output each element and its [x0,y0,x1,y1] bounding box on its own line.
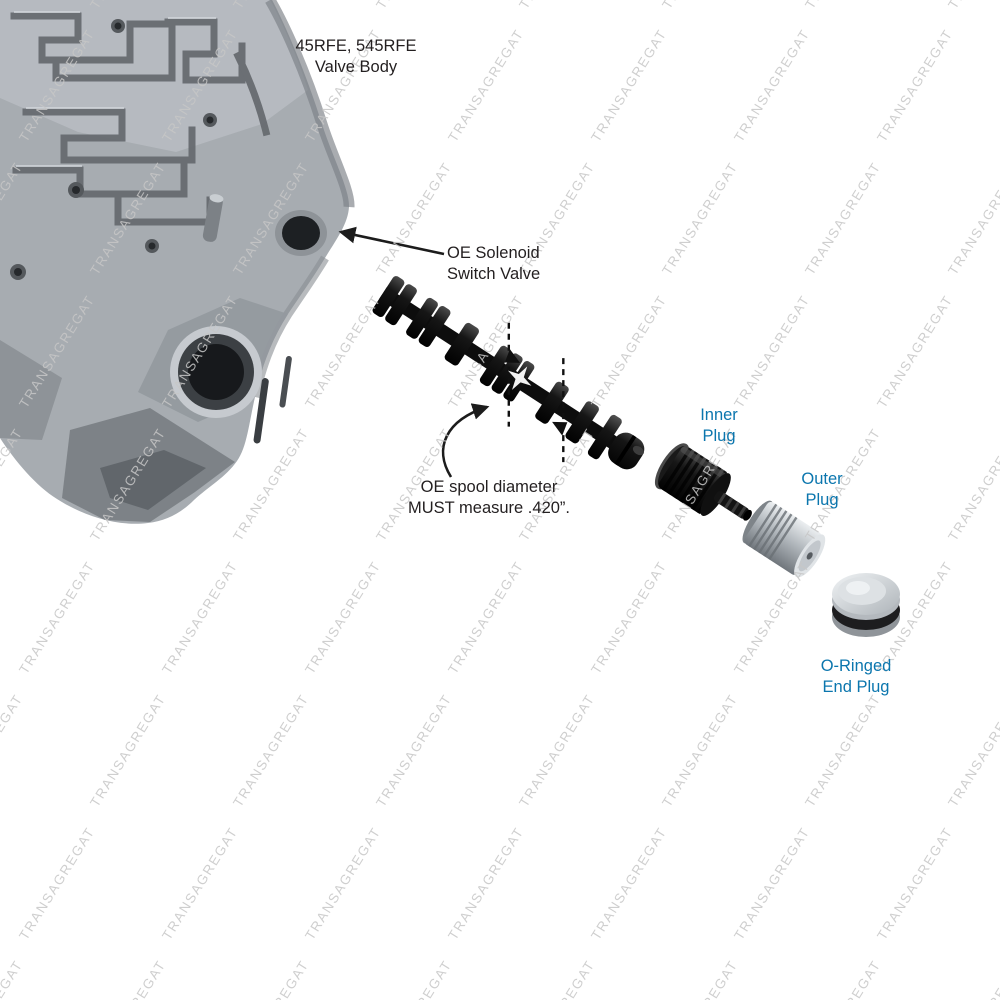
valve-body-illustration [0,0,355,524]
inner-plug-label: Inner Plug [700,405,738,447]
solenoid-switch-valve-label: OE Solenoid Switch Valve [447,243,540,285]
outer-plug-illustration [742,500,826,578]
inner-plug-label-line2: Plug [702,427,736,446]
spool-diameter-note: OE spool diameter MUST measure .420”. [408,477,570,519]
bolt-holes [10,19,217,280]
outer-plug-label-line1: Outer [801,470,843,488]
end-plug-label-line1: O-Ringed [820,657,892,675]
inner-plug-label-line1: Inner [700,406,738,424]
solenoid-valve-bore [275,210,327,256]
accumulator-bore [170,326,262,418]
spool-note-line1: OE spool diameter [420,478,558,496]
solenoid-switch-valve-illustration [372,276,645,470]
outer-plug-label-line2: Plug [805,491,839,510]
o-ringed-end-plug-label: O-Ringed End Plug [821,656,892,698]
o-ringed-end-plug-illustration [832,573,900,637]
solenoid-label-line2: Switch Valve [447,265,541,284]
spool-star-marker [507,366,532,390]
valve-body-label-line1: 45RFE, 545RFE [295,37,417,55]
end-plug-label-line2: End Plug [822,678,890,697]
spool-diameter-arrow [441,403,490,478]
spool-note-line2: MUST measure .420”. [407,499,571,518]
stud-pin [202,194,224,242]
inner-plug-illustration [654,443,752,521]
outer-plug-label: Outer Plug [801,469,842,511]
valve-body-label: 45RFE, 545RFE Valve Body [295,36,416,78]
solenoid-label-line1: OE Solenoid [447,244,540,262]
solenoid-pointer-arrow [338,226,445,256]
valve-body-label-line2: Valve Body [314,58,398,77]
